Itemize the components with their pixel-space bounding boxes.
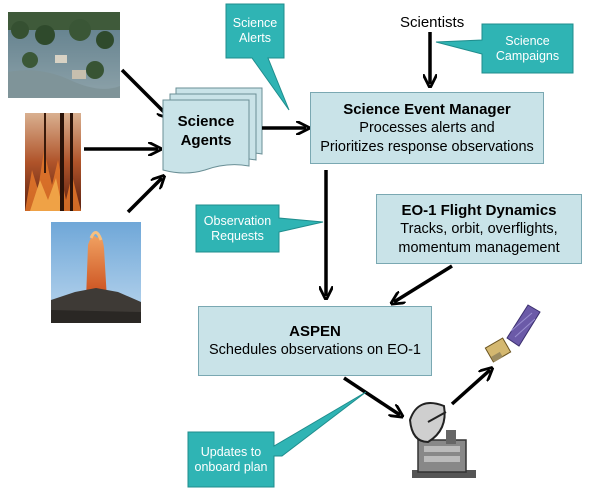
- science-campaigns-callout: [435, 23, 574, 74]
- observation-requests-callout: [195, 204, 324, 253]
- arrow-volcano-to-agents: [126, 178, 162, 214]
- science-alerts-callout: [225, 3, 290, 111]
- science-campaigns-label: Science Campaigns: [495, 34, 560, 63]
- science-agents-label: Science Agents: [177, 113, 235, 149]
- wildfire-photo: [25, 113, 81, 211]
- arrow-ground-station-to-satellite: [450, 370, 490, 406]
- aspen-line-1: Schedules observations on EO-1: [209, 342, 421, 358]
- eo1-flight-dynamics-title: EO-1 Flight Dynamics: [401, 201, 557, 219]
- science-agents-stack: [162, 87, 263, 174]
- science-event-manager-box: Science Event Manager Processes alerts a…: [310, 92, 544, 164]
- eo1-flight-dynamics-line-2: momentum management: [398, 239, 560, 256]
- eo1-flight-dynamics-box: EO-1 Flight Dynamics Tracks, orbit, over…: [376, 194, 582, 264]
- arrow-flight-dynamics-to-aspen: [394, 264, 453, 302]
- aspen-title: ASPEN: [289, 323, 341, 340]
- science-alerts-label: Science Alerts: [232, 16, 278, 45]
- updates-callout: [187, 391, 367, 488]
- flood-photo: [8, 12, 120, 98]
- arrow-flood-to-agents: [120, 68, 168, 116]
- updates-to-onboard-plan-label: Updates to onboard plan: [194, 445, 268, 474]
- observation-requests-label: Observation Requests: [203, 214, 272, 243]
- science-event-manager-line-2: Prioritizes response observations: [320, 138, 534, 155]
- aspen-box: ASPEN Schedules observations on EO-1: [198, 306, 432, 376]
- ground-station-dish-icon: [408, 402, 476, 478]
- scientists-label: Scientists: [400, 14, 465, 31]
- arrow-aspen-to-ground-station: [343, 376, 400, 415]
- volcano-photo: [51, 222, 141, 323]
- science-event-manager-title: Science Event Manager: [343, 100, 511, 118]
- eo1-flight-dynamics-line-1: Tracks, orbit, overflights,: [400, 220, 558, 237]
- satellite-icon: [484, 304, 541, 363]
- science-event-manager-line-1: Processes alerts and: [359, 119, 495, 136]
